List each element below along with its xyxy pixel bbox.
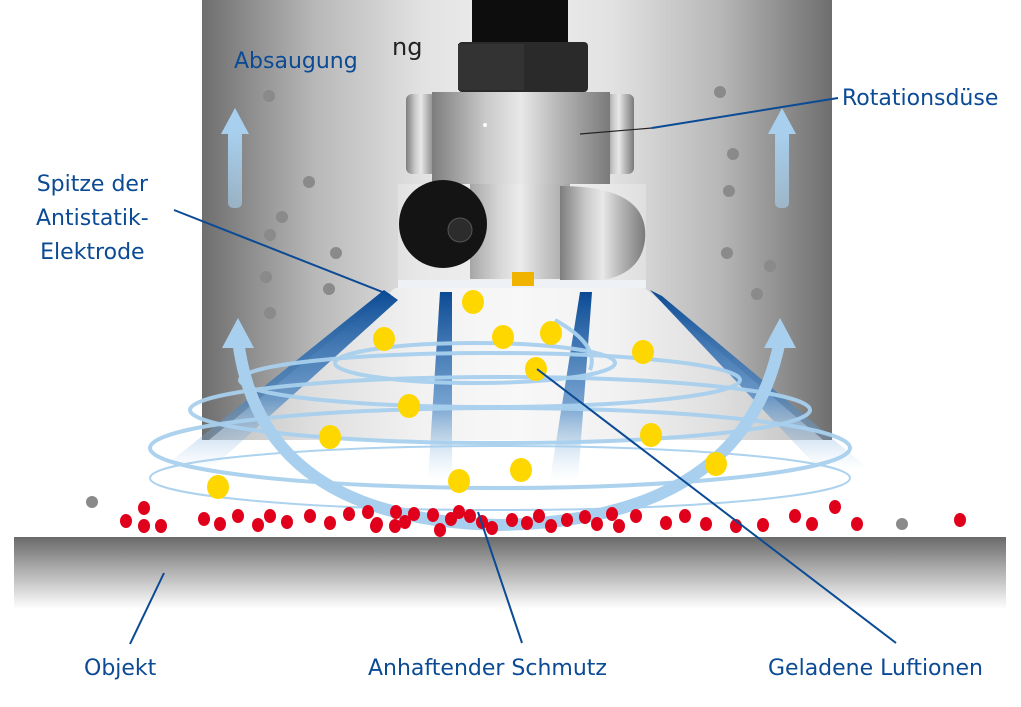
ion-particle	[319, 425, 341, 449]
label-partial-text: ng	[392, 33, 423, 61]
dust-particle	[721, 247, 733, 259]
leader-rotationsduese	[651, 97, 839, 129]
dirt-particle	[679, 509, 691, 523]
rotation-nozzle	[398, 0, 646, 288]
dirt-particle	[304, 509, 316, 523]
dust-particle	[323, 283, 335, 295]
dirt-particle	[399, 515, 411, 529]
label-objekt: Objekt	[84, 656, 157, 681]
dirt-particle	[545, 519, 557, 533]
leader-spitze	[173, 209, 391, 296]
dirt-particle	[120, 514, 132, 528]
dirt-particle	[506, 513, 518, 527]
electrode-knob	[399, 180, 487, 268]
dirt-particle	[371, 517, 383, 531]
dust-particle	[723, 185, 735, 197]
ion-particle	[462, 290, 484, 314]
ion-particle	[373, 327, 395, 351]
label-geladene-luftionen: Geladene Luftionen	[768, 656, 983, 681]
dirt-particle	[521, 516, 533, 530]
label-spitze-line2: Antistatik-	[36, 206, 149, 231]
dust-particle	[751, 288, 763, 300]
extraction-arrow-right	[768, 108, 796, 208]
leader-schmutz	[477, 511, 523, 644]
dirt-particle	[214, 517, 226, 531]
ion-particle	[632, 340, 654, 364]
ion-particle	[492, 325, 514, 349]
dirt-particle	[362, 505, 374, 519]
dirt-particle	[138, 501, 150, 515]
dirt-particle	[829, 500, 841, 514]
leader-lines	[129, 97, 897, 645]
dust-particle	[264, 307, 276, 319]
ion-particle	[510, 458, 532, 482]
label-spitze-line3: Elektrode	[40, 240, 145, 265]
dust-particle	[276, 211, 288, 223]
leader-objekt	[129, 572, 165, 645]
dirt-particle	[408, 507, 420, 521]
dirt-particle	[533, 509, 545, 523]
label-absaugung: Absaugung	[234, 49, 358, 74]
extracted-dust-particles	[86, 86, 908, 530]
dirt-particle	[232, 509, 244, 523]
dust-particle	[330, 247, 342, 259]
dirt-particle	[630, 509, 642, 523]
dirt-particle	[343, 507, 355, 521]
dirt-particle	[390, 505, 402, 519]
dirt-particle	[252, 518, 264, 532]
label-rotationsduese: Rotationsdüse	[842, 86, 999, 111]
dirt-particle	[486, 521, 498, 535]
dirt-particle	[427, 508, 439, 522]
dirt-particle	[660, 516, 672, 530]
dirt-particle	[198, 512, 210, 526]
dirt-particle	[155, 519, 167, 533]
dirt-particle	[613, 519, 625, 533]
dirt-particle	[464, 509, 476, 523]
dirt-particle	[700, 517, 712, 531]
dirt-particle	[606, 507, 618, 521]
dirt-particle	[591, 517, 603, 531]
extraction-arrow-left	[221, 108, 249, 208]
ion-particle	[705, 452, 727, 476]
dirt-particle	[851, 517, 863, 531]
adhering-dirt-particles	[120, 500, 966, 537]
dirt-particle	[138, 519, 150, 533]
air-swirl	[148, 318, 852, 511]
dirt-particle	[434, 523, 446, 537]
ion-particle	[448, 469, 470, 493]
dust-particle	[896, 518, 908, 530]
dirt-particle	[453, 505, 465, 519]
dirt-particle	[806, 517, 818, 531]
dust-particle	[264, 229, 276, 241]
dirt-particle	[561, 513, 573, 527]
charged-air-ions	[207, 290, 727, 499]
leader-luftionen	[536, 368, 897, 644]
dirt-particle	[389, 519, 401, 533]
dirt-particle	[579, 510, 591, 524]
dirt-particle	[789, 509, 801, 523]
dust-particle	[303, 176, 315, 188]
dirt-particle	[757, 518, 769, 532]
dust-particle	[727, 148, 739, 160]
dirt-particle	[281, 515, 293, 529]
label-spitze-elektrode: Spitze der Antistatik- Elektrode	[36, 168, 149, 270]
dust-particle	[86, 496, 98, 508]
dust-particle	[764, 260, 776, 272]
ion-particle	[525, 357, 547, 381]
dirt-particle	[954, 513, 966, 527]
dirt-particle	[324, 516, 336, 530]
ion-particle	[540, 321, 562, 345]
label-spitze-line1: Spitze der	[36, 172, 148, 197]
object-surface	[14, 537, 1006, 609]
ion-particle	[640, 423, 662, 447]
dust-particle	[714, 86, 726, 98]
dust-particle	[263, 90, 275, 102]
dust-particle	[260, 271, 272, 283]
ion-particle	[207, 475, 229, 499]
airflow-u-arrow	[222, 318, 796, 532]
ion-particle	[398, 394, 420, 418]
dirt-particle	[264, 509, 276, 523]
label-anhaftender-schmutz: Anhaftender Schmutz	[368, 656, 607, 681]
